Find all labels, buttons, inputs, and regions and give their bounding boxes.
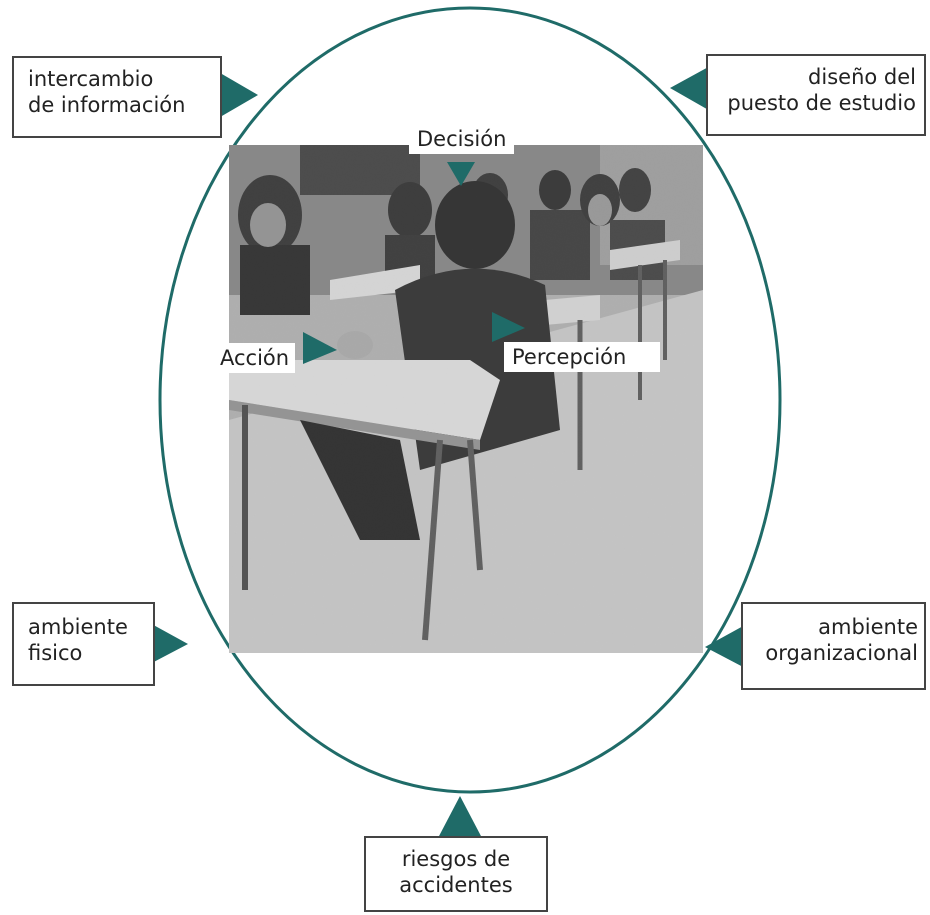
decision-label: Decisión	[409, 124, 515, 154]
factor-riesgos: riesgos de accidentes	[364, 836, 548, 912]
factor-ambiente-fisico: ambiente fisico	[12, 602, 155, 686]
factor-diseno-line2: puesto de estudio	[727, 91, 916, 115]
arrow-ambiente-fisico	[148, 622, 188, 665]
arrow-decision	[447, 162, 475, 186]
factor-ambiente-fisico-line1: ambiente	[28, 615, 128, 639]
classroom-photo	[229, 145, 703, 653]
arrow-percepcion	[492, 312, 525, 342]
arrow-ambiente-organizacional	[705, 625, 745, 668]
factor-intercambio-line1: intercambio	[28, 67, 154, 91]
factor-ambiente-organizacional-line2: organizacional	[765, 641, 918, 665]
factor-ambiente-organizacional-line1: ambiente	[818, 615, 918, 639]
factor-ambiente-fisico-line2: fisico	[28, 641, 83, 665]
factor-diseno: diseño del puesto de estudio	[706, 54, 926, 136]
factor-riesgos-line2: accidentes	[399, 873, 513, 897]
factor-intercambio: intercambio de información	[12, 56, 222, 138]
factor-intercambio-line2: de información	[28, 93, 186, 117]
arrow-riesgos	[438, 796, 482, 838]
percepcion-label: Percepción	[504, 342, 660, 372]
factor-diseno-line1: diseño del	[808, 65, 916, 89]
accion-label: Acción	[214, 343, 296, 373]
system-ellipse	[158, 6, 782, 794]
factor-ambiente-organizacional: ambiente organizacional	[741, 602, 926, 690]
factor-riesgos-line1: riesgos de	[401, 847, 511, 871]
arrow-intercambio	[215, 70, 258, 120]
arrow-diseno	[670, 65, 712, 112]
arrow-accion	[303, 332, 337, 364]
